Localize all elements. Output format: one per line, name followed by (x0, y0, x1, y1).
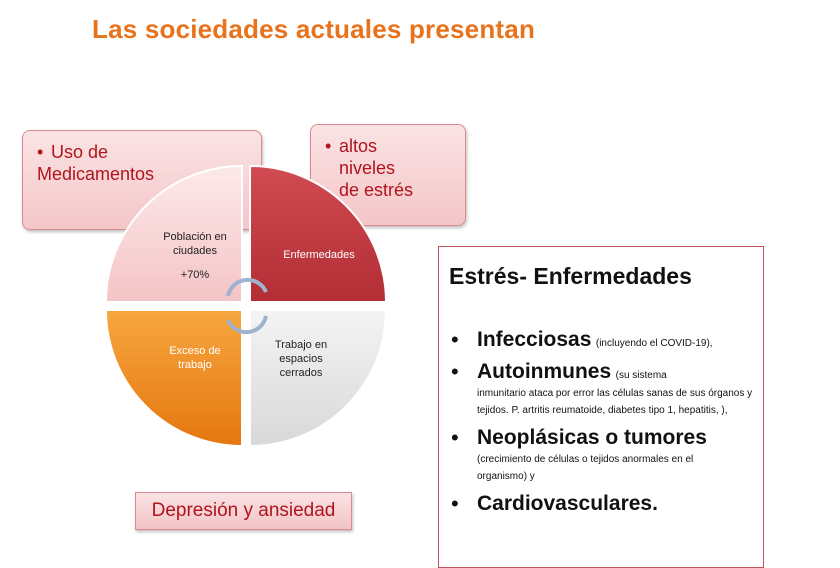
item-note: (crecimiento de células o tejidos anorma… (477, 454, 694, 465)
bullet: • (37, 142, 44, 162)
item-note: (incluyendo el COVID-19), (595, 338, 713, 349)
bullet: • (451, 425, 459, 450)
segment-trabajo (249, 309, 388, 448)
callout-text: Uso de (51, 142, 109, 162)
list-item: • Cardiovasculares. (447, 491, 757, 517)
callout-text: altos (339, 136, 378, 156)
item-name: Infecciosas (477, 328, 592, 351)
bullet: • (451, 359, 459, 384)
list-item: • Infecciosas (incluyendo el COVID-19), (447, 327, 757, 353)
item-name: Cardiovasculares. (477, 492, 658, 515)
segment-enfermedades (249, 164, 388, 303)
estres-enfermedades-box: Estrés- Enfermedades • Infecciosas (incl… (438, 246, 764, 568)
item-name: Autoinmunes (477, 360, 612, 383)
disease-list: • Infecciosas (incluyendo el COVID-19), … (447, 327, 757, 523)
item-name: Neoplásicas o tumores (477, 426, 707, 449)
list-item: • Autoinmunes (su sistema inmunitario at… (447, 359, 757, 419)
item-note: inmunitario ataca por error las células … (477, 388, 753, 416)
callout-text: niveles (339, 158, 396, 178)
segment-label-enfermedades: Enfermedades (283, 249, 355, 261)
bullet: • (451, 491, 459, 516)
bullet: • (451, 327, 459, 352)
segment-label-exceso: Exceso de trabajo (169, 345, 221, 371)
item-note: organismo) y (477, 471, 535, 482)
segment-exceso (104, 309, 243, 448)
bullet: • (325, 136, 332, 156)
segment-label-poblacion: Población en ciudades (163, 231, 227, 257)
segment-label-trabajo: Trabajo en espacios cerrados (274, 339, 328, 379)
slide-title: Las sociedades actuales presentan (92, 14, 536, 44)
list-item: • Neoplásicas o tumores (crecimiento de … (447, 425, 757, 485)
callout-text: Medicamentos (37, 164, 155, 184)
depresion-box: Depresión y ansiedad (135, 492, 352, 530)
callout-text: de estrés (339, 180, 414, 200)
segment-label-percent: +70% (180, 269, 210, 281)
item-note: (su sistema (615, 370, 667, 381)
cycle-diagram (104, 164, 388, 448)
estres-title: Estrés- Enfermedades (449, 263, 692, 289)
segment-poblacion (104, 164, 243, 303)
cycle-arrows-icon (226, 277, 268, 297)
